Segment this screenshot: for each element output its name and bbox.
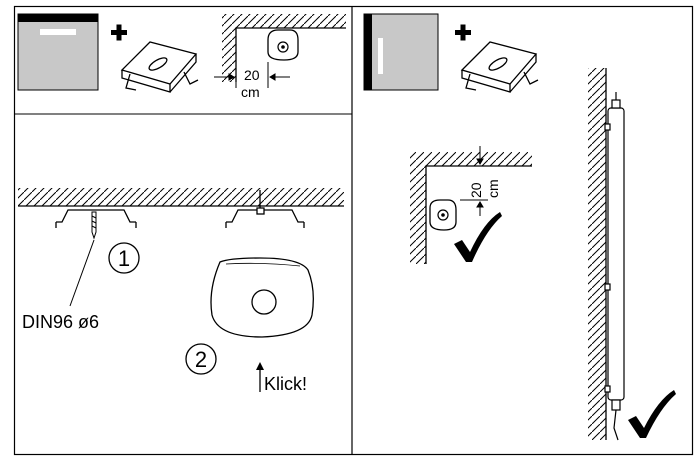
screw-spec-label: DIN96 ø6 (22, 312, 99, 332)
sensor-device-icon-right (429, 199, 457, 231)
distance-dimension-left (214, 62, 290, 88)
corner-wall-detail-right (410, 152, 532, 264)
checkmark-icon (454, 212, 502, 262)
corner-wall-detail (222, 14, 346, 82)
wall-mount-symbol (363, 13, 439, 91)
screw-icon (69, 211, 97, 307)
ceiling-mount-symbol (17, 13, 99, 91)
dimension-unit-left: cm (241, 84, 260, 100)
step-2-badge: 2 (185, 343, 217, 375)
dimension-unit-right: cm (485, 179, 501, 198)
bracket-side-view-2 (225, 190, 305, 228)
bracket-side-view-1 (55, 209, 137, 228)
dimension-value-left: 20 (244, 67, 260, 83)
step-1-number: 1 (118, 246, 130, 271)
mounting-bracket-icon-right (460, 41, 539, 93)
ceiling-surface (18, 188, 344, 207)
led-tube-icon (604, 92, 625, 441)
distance-dimension-right (460, 146, 488, 216)
sensor-device-icon (267, 29, 299, 61)
push-arrow-icon (256, 362, 264, 392)
plus-icon (111, 24, 127, 41)
sensor-cover-icon (210, 257, 314, 338)
plus-icon-right (455, 24, 471, 41)
mounting-bracket-icon (120, 41, 199, 93)
step-2-number: 2 (195, 347, 207, 372)
checkmark-icon-tube (628, 390, 676, 438)
dimension-value-right: 20 (468, 182, 484, 198)
vertical-wall (588, 68, 607, 440)
outer-frame (13, 5, 694, 456)
click-label: Klick! (264, 374, 307, 394)
step-1-badge: 1 (108, 242, 140, 274)
